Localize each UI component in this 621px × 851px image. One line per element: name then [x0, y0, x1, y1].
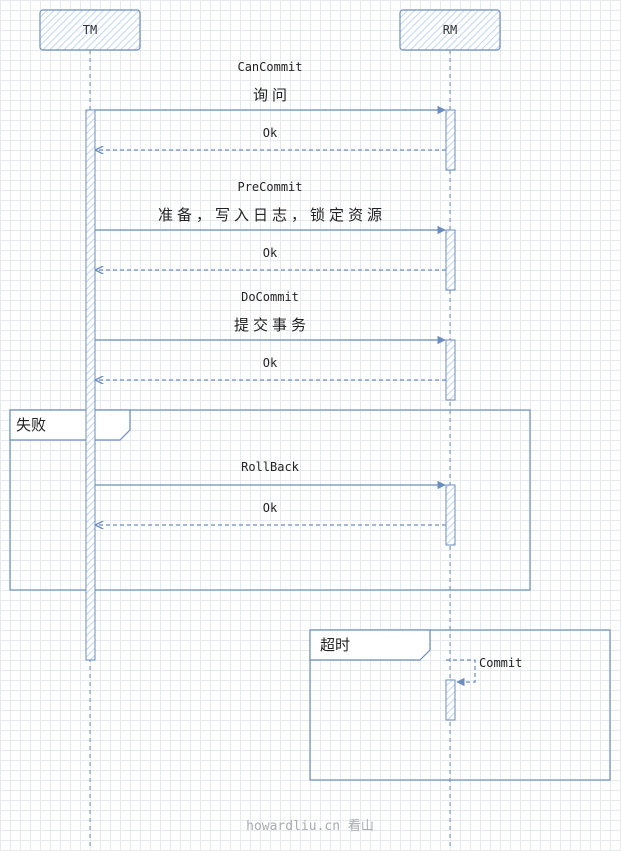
cancommit-ok-label: Ok: [262, 126, 278, 140]
rm-actor-box[interactable]: [399, 9, 501, 51]
timeout-frame-title: 超时: [320, 636, 351, 654]
rm-activation-bar-docommit: [445, 339, 456, 401]
precommit-label: PreCommit: [237, 180, 303, 194]
rm-actor-label: RM: [442, 23, 458, 37]
rm-activation-bar-rollback: [445, 484, 456, 546]
self-commit-label: Commit: [479, 656, 523, 670]
docommit-ok-label: Ok: [262, 356, 278, 370]
rollback-ok-label: Ok: [262, 501, 278, 515]
tm-activation-bar: [85, 109, 96, 661]
precommit-ok-label: Ok: [262, 246, 278, 260]
failure-frame-tab: [9, 409, 131, 441]
cancommit-label: CanCommit: [237, 60, 303, 74]
docommit-note: 提交事务: [233, 316, 311, 334]
timeout-frame-tab: [309, 629, 431, 661]
docommit-label: DoCommit: [241, 290, 299, 304]
failure-frame: [9, 409, 531, 591]
self-commit-arrow: [446, 659, 476, 687]
tm-actor-box[interactable]: [39, 9, 141, 51]
tm-actor-label: TM: [82, 23, 98, 37]
rm-activation-bar-precommit: [445, 229, 456, 291]
cancommit-note: 询问: [252, 86, 292, 104]
timeout-frame: [309, 629, 611, 781]
rm-activation-bar-commit: [445, 679, 456, 721]
rm-activation-bar-cancommit: [445, 109, 456, 171]
watermark: howardliu.cn 看山: [246, 819, 374, 834]
precommit-note: 准备，写入日志，锁定资源: [157, 206, 387, 224]
failure-frame-title: 失败: [16, 416, 47, 434]
rollback-label: RollBack: [241, 460, 299, 474]
